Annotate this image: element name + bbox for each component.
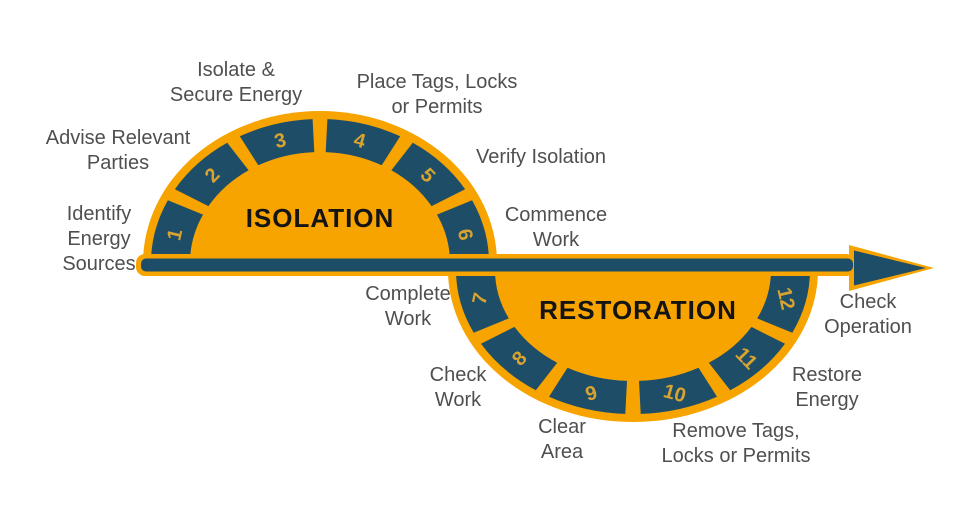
step-label-1: Identify Energy Sources bbox=[62, 203, 136, 275]
segment-7 bbox=[456, 270, 509, 333]
step-label-11: Restore Energy bbox=[791, 364, 863, 411]
arrow-head bbox=[854, 250, 926, 286]
segment-2 bbox=[174, 142, 249, 207]
step-label-3: Isolate & Secure Energy bbox=[169, 59, 303, 106]
step-label-4: Place Tags, Locks or Permits bbox=[356, 71, 518, 118]
step-label-8: Check Work bbox=[429, 364, 487, 411]
step-label-9: Clear Area bbox=[538, 416, 586, 463]
step-label-5: Verify Isolation bbox=[475, 146, 607, 168]
segment-1-number: 1 bbox=[163, 227, 187, 243]
segment-6 bbox=[437, 200, 489, 263]
step-label-7: Complete Work bbox=[365, 283, 451, 330]
segment-7-number: 7 bbox=[469, 291, 493, 307]
segment-4 bbox=[325, 119, 401, 166]
flow-arrow bbox=[136, 245, 934, 291]
step-label-10: Remove Tags, Locks or Permits bbox=[661, 420, 811, 467]
arrow-shaft bbox=[141, 258, 853, 272]
segment-12 bbox=[757, 270, 810, 333]
segment-3 bbox=[239, 119, 315, 166]
segment-11 bbox=[708, 326, 785, 391]
segment-12-number: 12 bbox=[772, 285, 798, 312]
step-label-6: Commence Work bbox=[504, 204, 608, 251]
step-label-2: Advise Relevant Parties bbox=[45, 127, 191, 174]
segment-8 bbox=[481, 326, 558, 391]
segment-1 bbox=[151, 200, 203, 263]
segment-9 bbox=[549, 367, 627, 414]
segment-10 bbox=[639, 367, 717, 414]
restoration-title: RESTORATION bbox=[539, 295, 737, 325]
segment-6-number: 6 bbox=[453, 227, 477, 243]
step-label-12: Check Operation bbox=[824, 291, 912, 338]
segment-5 bbox=[391, 142, 466, 207]
isolation-title: ISOLATION bbox=[246, 203, 395, 233]
